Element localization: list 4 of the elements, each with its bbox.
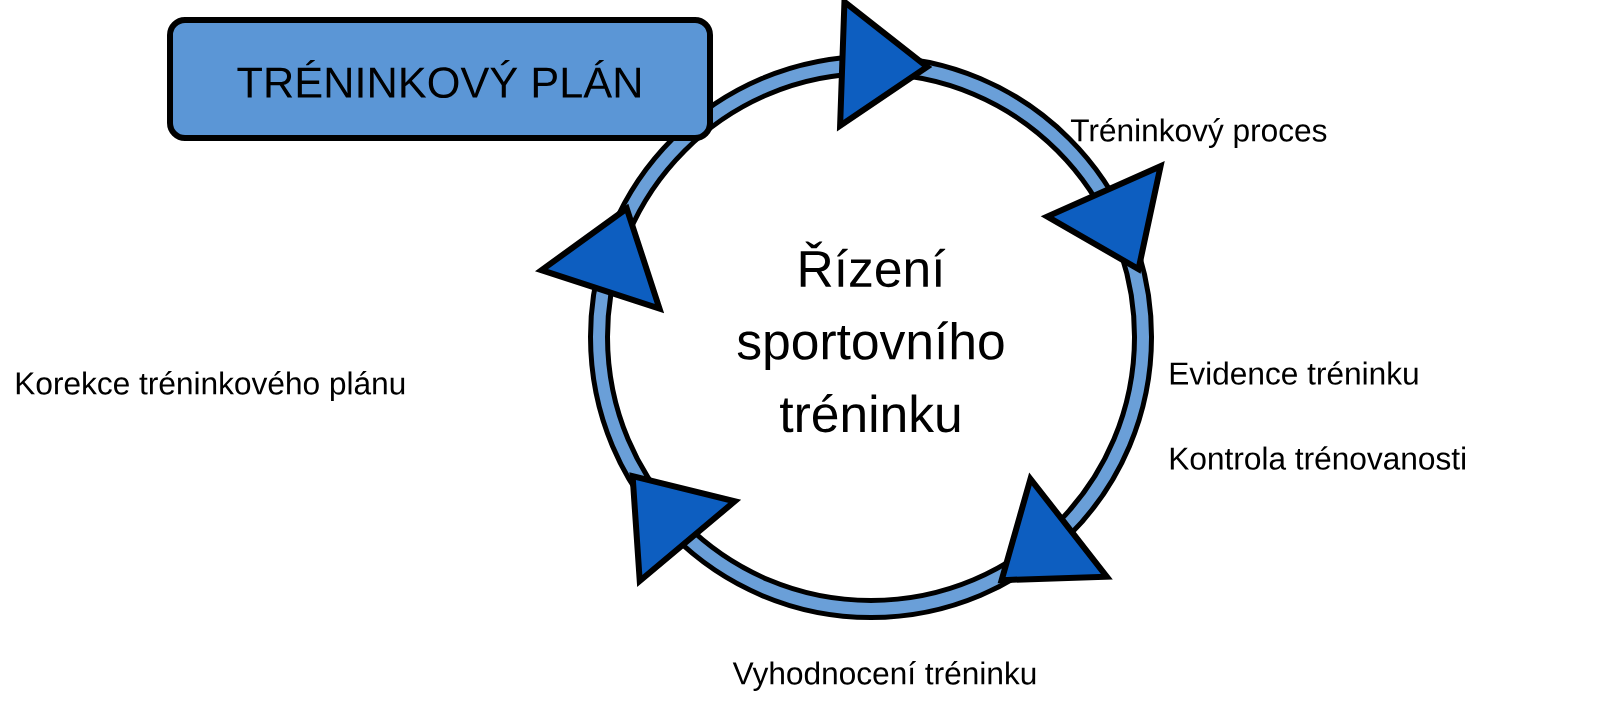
stage-label: Tréninkový proces [1070, 118, 1327, 148]
stage-label: Korekce tréninkového plánu [16, 371, 405, 401]
title-box: TRÉNINKOVÝ PLÁN [167, 17, 713, 141]
stage-label: Vyhodnocení tréninku [732, 661, 1036, 691]
